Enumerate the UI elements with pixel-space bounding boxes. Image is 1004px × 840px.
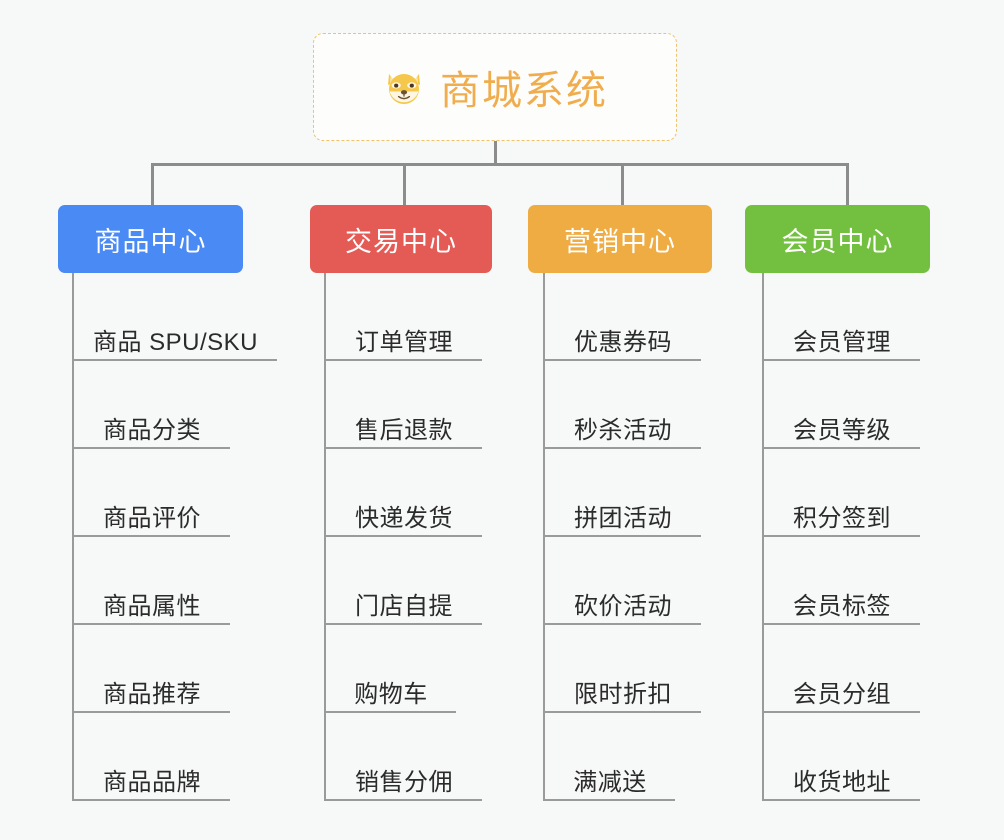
connector-horizontal-bus — [151, 163, 849, 166]
branch-header-label: 营销中心 — [564, 226, 676, 257]
leaf-item[interactable]: 商品品牌 — [74, 713, 230, 801]
leaf-item[interactable]: 商品评价 — [74, 449, 230, 537]
root-node[interactable]: 商城系统 — [313, 33, 677, 141]
leaf-item[interactable]: 秒杀活动 — [545, 361, 701, 449]
leaf-item-label: 销售分佣 — [355, 768, 453, 796]
branch-header-label: 会员中心 — [781, 226, 894, 257]
leaf-item[interactable]: 收货地址 — [764, 713, 920, 801]
leaf-item[interactable]: 会员等级 — [764, 361, 920, 449]
leaf-item-label: 购物车 — [354, 680, 428, 708]
leaf-item[interactable]: 商品分类 — [74, 361, 230, 449]
connector-spine-2 — [324, 273, 326, 801]
leaf-item-label: 商品评价 — [103, 504, 201, 532]
leaf-item-label: 订单管理 — [355, 328, 453, 356]
leaf-item-label: 会员分组 — [793, 680, 891, 708]
leaf-item-label: 商品推荐 — [103, 680, 201, 708]
leaf-item[interactable]: 拼团活动 — [545, 449, 701, 537]
root-title: 商城系统 — [440, 69, 608, 113]
leaf-item-label: 砍价活动 — [574, 592, 672, 620]
leaf-item[interactable]: 商品属性 — [74, 537, 230, 625]
leaf-item-label: 会员标签 — [793, 592, 891, 620]
leaf-item[interactable]: 会员分组 — [764, 625, 920, 713]
leaf-item[interactable]: 销售分佣 — [326, 713, 482, 801]
connector-drop-branch-1 — [151, 163, 154, 207]
leaf-item[interactable]: 购物车 — [326, 625, 456, 713]
branch-header-label: 商品中心 — [94, 226, 207, 257]
leaf-item-label: 拼团活动 — [574, 504, 672, 532]
leaf-item[interactable]: 积分签到 — [764, 449, 920, 537]
connector-drop-branch-4 — [846, 163, 849, 207]
connector-drop-branch-3 — [621, 163, 624, 207]
branch-header-营销中心[interactable]: 营销中心 — [528, 205, 712, 273]
leaf-item[interactable]: 满减送 — [545, 713, 675, 801]
leaf-item[interactable]: 门店自提 — [326, 537, 482, 625]
connector-drop-branch-2 — [403, 163, 406, 207]
leaf-item[interactable]: 会员管理 — [764, 273, 920, 361]
leaf-item[interactable]: 订单管理 — [326, 273, 482, 361]
leaf-item-label: 商品 SPU/SKU — [92, 328, 259, 356]
branch-header-label: 交易中心 — [345, 226, 457, 257]
connector-spine-4 — [762, 273, 764, 801]
leaf-item[interactable]: 优惠券码 — [545, 273, 701, 361]
leaf-item[interactable]: 砍价活动 — [545, 537, 701, 625]
leaf-item[interactable]: 售后退款 — [326, 361, 482, 449]
leaf-item-label: 商品分类 — [103, 416, 201, 444]
leaf-item-label: 满减送 — [573, 768, 647, 796]
leaf-item[interactable]: 限时折扣 — [545, 625, 701, 713]
leaf-item-label: 限时折扣 — [574, 680, 672, 708]
leaf-item-label: 积分签到 — [793, 504, 891, 532]
leaf-item-label: 售后退款 — [355, 416, 453, 444]
leaf-item[interactable]: 商品推荐 — [74, 625, 230, 713]
connector-root-stem — [494, 141, 497, 165]
leaf-item-label: 会员管理 — [793, 328, 891, 356]
leaf-item[interactable]: 商品 SPU/SKU — [74, 273, 277, 361]
leaf-item-label: 收货地址 — [793, 768, 891, 796]
leaf-item-label: 快递发货 — [355, 504, 453, 532]
shiba-inu-dog-icon — [382, 65, 426, 109]
branch-header-商品中心[interactable]: 商品中心 — [58, 205, 243, 273]
leaf-item-label: 会员等级 — [793, 416, 891, 444]
leaf-item-label: 门店自提 — [355, 592, 453, 620]
connector-spine-3 — [543, 273, 545, 801]
leaf-item-label: 商品属性 — [103, 592, 201, 620]
leaf-item-label: 商品品牌 — [103, 768, 201, 796]
leaf-item-label: 优惠券码 — [574, 328, 672, 356]
leaf-item[interactable]: 快递发货 — [326, 449, 482, 537]
connector-spine-1 — [72, 273, 74, 801]
leaf-item[interactable]: 会员标签 — [764, 537, 920, 625]
branch-header-交易中心[interactable]: 交易中心 — [310, 205, 492, 273]
leaf-item-label: 秒杀活动 — [574, 416, 672, 444]
branch-header-会员中心[interactable]: 会员中心 — [745, 205, 930, 273]
